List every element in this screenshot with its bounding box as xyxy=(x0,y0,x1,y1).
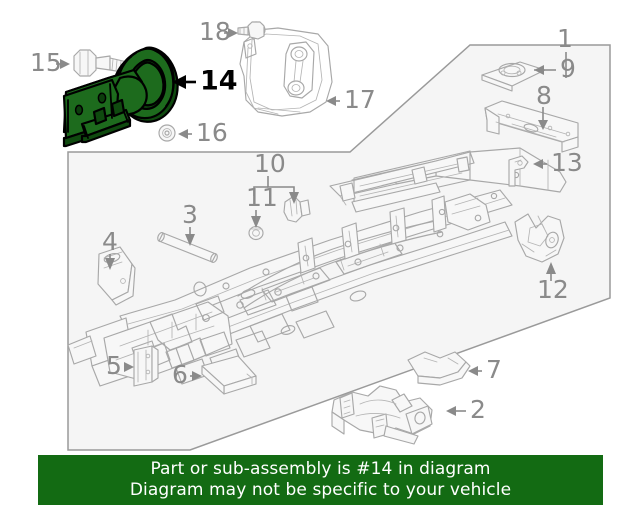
callout-leader-10 xyxy=(253,176,299,204)
part-7-transmission-crossmember xyxy=(407,351,471,386)
callout-leader-2 xyxy=(446,406,466,416)
callout-leader-11 xyxy=(251,210,261,228)
callout-label-1: 1 xyxy=(557,24,573,53)
callout-leader-15 xyxy=(56,59,70,69)
callout-label-18: 18 xyxy=(199,17,231,46)
callout-label-5: 5 xyxy=(106,351,122,380)
part-notice-banner: Part or sub-assembly is #14 in diagram D… xyxy=(38,455,603,505)
banner-line-2: Diagram may not be specific to your vehi… xyxy=(129,480,512,500)
part-10-bracket xyxy=(283,195,311,223)
callout-leader-8 xyxy=(538,107,548,130)
part-16-washer xyxy=(158,124,176,142)
callout-label-14: 14 xyxy=(200,66,238,97)
part-14-body-mount-bracket xyxy=(62,46,179,148)
callout-label-16: 16 xyxy=(196,118,228,147)
callout-leader-13 xyxy=(533,159,547,169)
part-13-clip-retainer xyxy=(508,155,529,187)
callout-leader-5 xyxy=(124,362,134,372)
part-12-shock-mount-bracket xyxy=(514,213,565,263)
part-2-front-crossmember-support xyxy=(331,385,433,445)
callout-leader-17 xyxy=(326,96,340,106)
part-11-bushing-nut xyxy=(248,225,264,241)
callout-leader-12 xyxy=(546,262,556,281)
callout-leader-14 xyxy=(172,75,196,89)
part-3-rod-link xyxy=(157,232,218,263)
part-5-reinforcement-plate xyxy=(133,345,159,387)
callout-leader-6 xyxy=(190,371,202,381)
callout-leader-18 xyxy=(224,28,238,38)
callout-label-17: 17 xyxy=(344,85,376,114)
callout-leader-7 xyxy=(468,366,482,376)
callout-leader-3 xyxy=(185,227,195,246)
callout-label-10: 10 xyxy=(254,149,286,178)
banner-line-1: Part or sub-assembly is #14 in diagram xyxy=(150,459,491,479)
part-18-stud-pin xyxy=(237,21,266,40)
callout-label-6: 6 xyxy=(172,360,188,389)
part-9-cover-plate xyxy=(481,61,546,92)
part-8-rear-crossmember xyxy=(484,100,579,153)
callout-label-9: 9 xyxy=(560,54,576,83)
callout-label-12: 12 xyxy=(537,275,569,304)
callout-leader-16 xyxy=(178,129,192,139)
callout-label-7: 7 xyxy=(486,355,502,384)
part-6-rail-spacer xyxy=(201,355,257,395)
part-17-bumper-bracket xyxy=(239,27,333,117)
callout-label-4: 4 xyxy=(102,227,118,256)
callout-label-8: 8 xyxy=(536,81,552,110)
frame-assembly-drawing xyxy=(67,147,567,387)
callout-leader-4 xyxy=(105,254,115,270)
callout-label-2: 2 xyxy=(470,395,486,424)
callout-label-15: 15 xyxy=(30,48,62,77)
callout-label-11: 11 xyxy=(246,183,278,212)
callout-leader-9 xyxy=(534,65,556,75)
callout-label-13: 13 xyxy=(551,148,583,177)
callout-label-3: 3 xyxy=(182,200,198,229)
